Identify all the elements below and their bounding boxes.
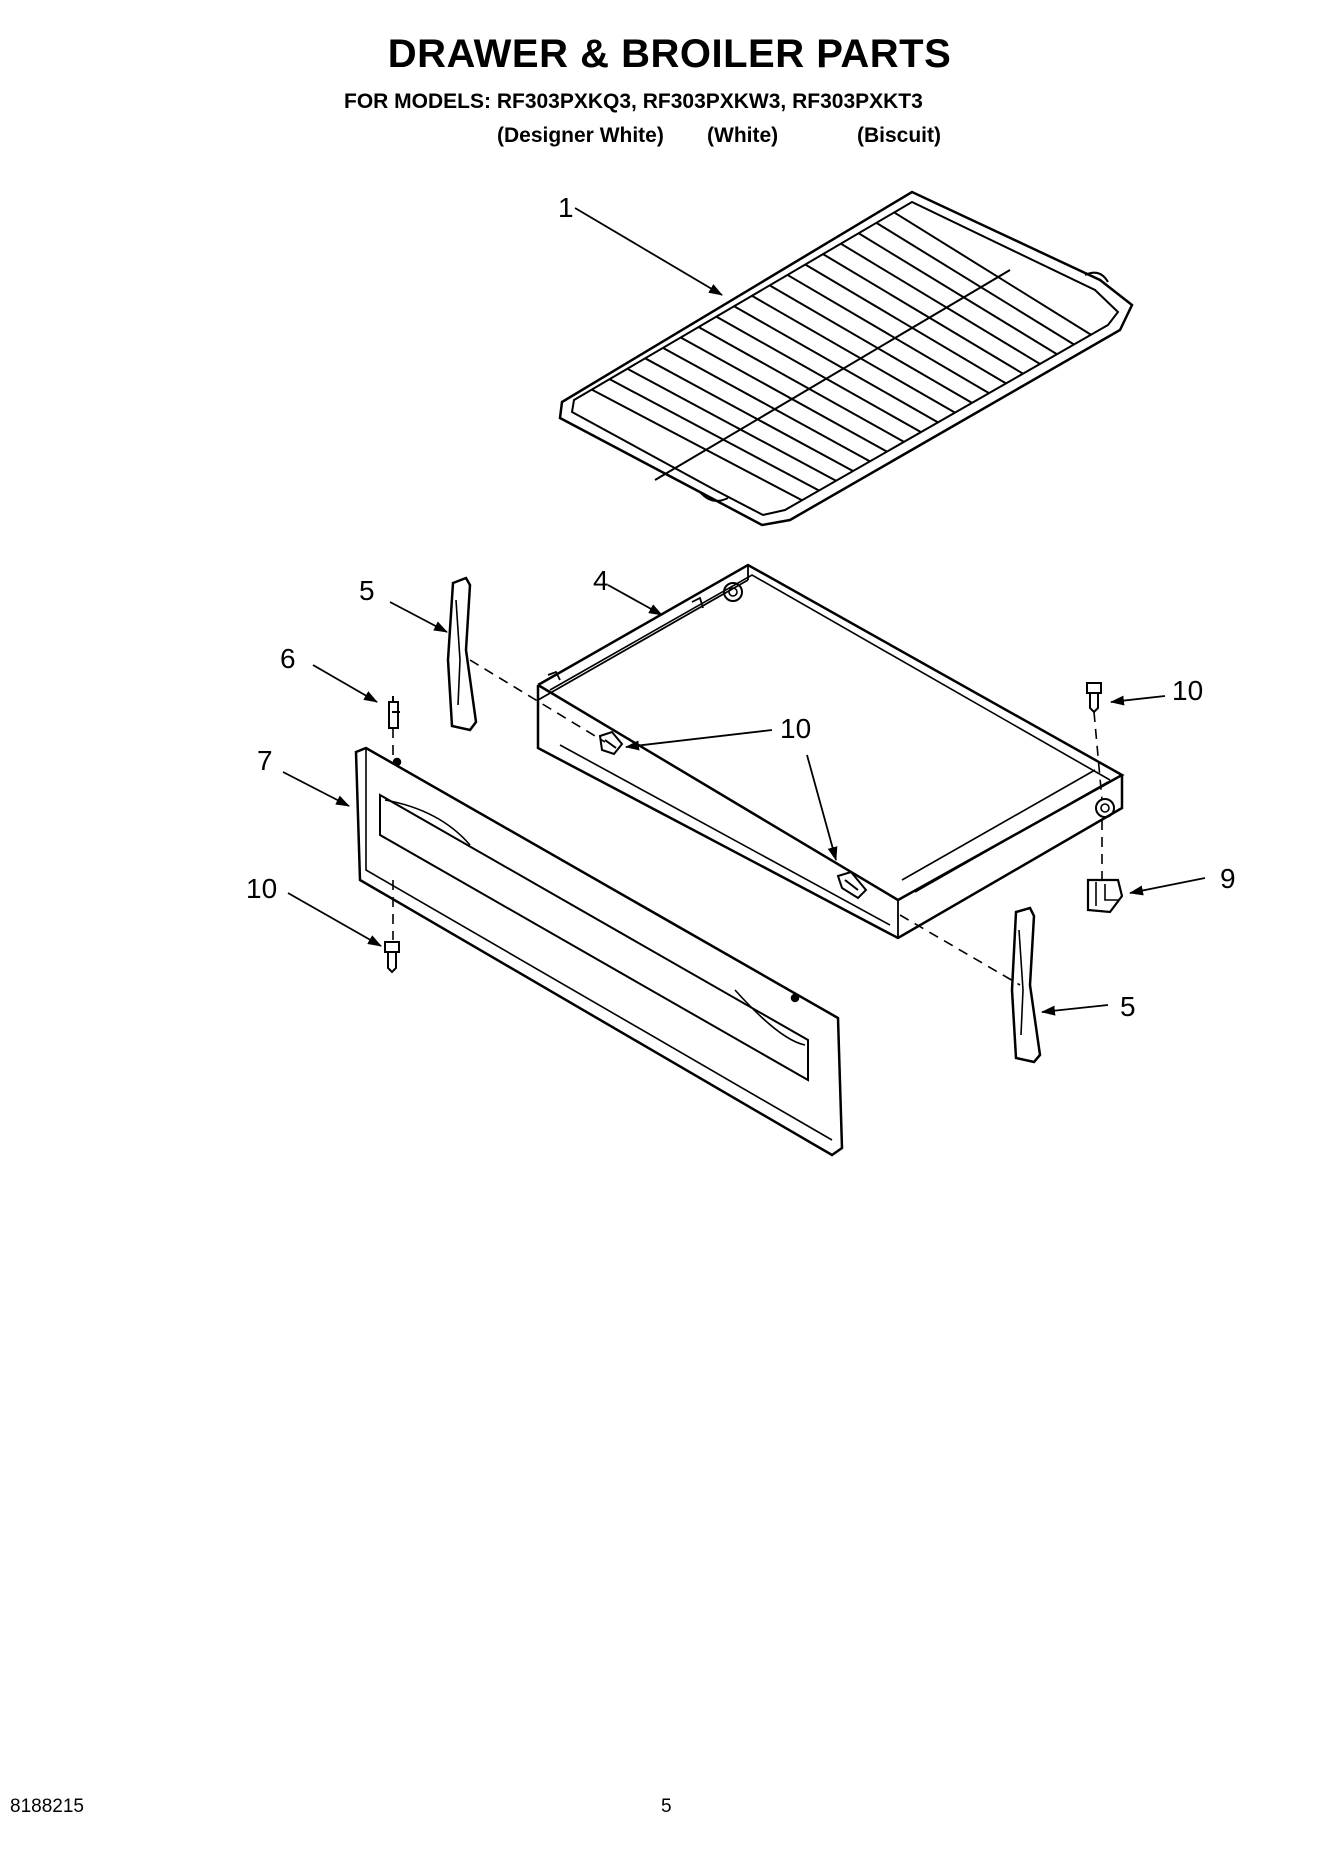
drawer-body [536, 563, 1125, 940]
callout-6: 6 [280, 643, 296, 674]
broiler-grid [558, 190, 1134, 527]
callout-10-middle: 10 [780, 713, 811, 744]
grid-bar [893, 211, 1092, 336]
pin-part [388, 696, 400, 729]
document-number: 8188215 [10, 1796, 84, 1817]
page-title: DRAWER & BROILER PARTS [387, 32, 952, 76]
grid-bar [733, 305, 939, 424]
screw-lower-left [384, 941, 400, 974]
grid-bar [715, 315, 922, 433]
bracket-part [1086, 878, 1124, 914]
screw-top-right [1086, 682, 1102, 714]
callout-10-top-right: 10 [1172, 675, 1203, 706]
drawer-front-panel [354, 746, 844, 1157]
grid-bar [751, 294, 956, 414]
variant-white: (White) [707, 124, 779, 147]
grid-bar [769, 284, 973, 404]
grid-bar [786, 274, 990, 395]
grid-bar [804, 263, 1007, 385]
callout-1: 1 [558, 192, 574, 223]
leader-arrows [282, 207, 1206, 1016]
page-number: 5 [661, 1796, 672, 1817]
models-line: FOR MODELS: RF303PXKQ3, RF303PXKW3, RF30… [344, 90, 923, 113]
grid-bar [822, 253, 1024, 375]
grid-bar [698, 326, 905, 443]
grid-bar [840, 242, 1041, 365]
slide-rail-left [446, 576, 478, 732]
callout-4: 4 [593, 565, 609, 596]
grid-bar [644, 357, 854, 472]
grid-bar [626, 367, 837, 482]
screw-middle-lower [836, 870, 868, 900]
callout-9: 9 [1220, 863, 1236, 894]
variant-designer-white: (Designer White) [497, 124, 664, 147]
alignment-lines [392, 659, 1103, 986]
screw-middle-left [598, 730, 624, 756]
grid-bar [591, 388, 803, 502]
callout-5-right: 5 [1120, 991, 1136, 1022]
grid-bar [662, 347, 871, 463]
variant-biscuit: (Biscuit) [857, 124, 941, 147]
grid-bar [875, 221, 1075, 346]
grid-bar [680, 336, 888, 453]
grid-bar [858, 232, 1058, 356]
callout-10-left: 10 [246, 873, 277, 904]
callout-5-left: 5 [359, 575, 375, 606]
callout-7: 7 [257, 745, 273, 776]
slide-rail-right [1010, 906, 1042, 1064]
grid-bar [609, 378, 820, 492]
